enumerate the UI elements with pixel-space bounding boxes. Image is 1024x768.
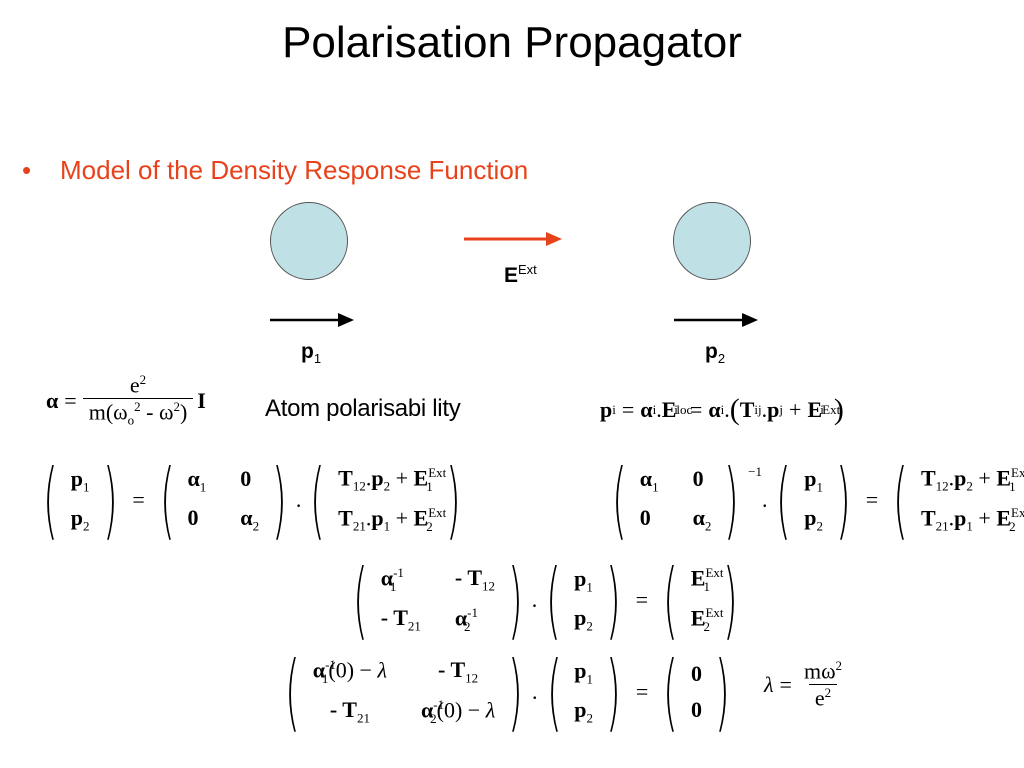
atom-1-circle — [270, 202, 348, 280]
dipole-1-arrow — [270, 313, 354, 327]
dipole-1-label: p1 — [301, 340, 322, 367]
bullet-dot: • — [22, 155, 32, 185]
dipole-2-arrow — [674, 313, 758, 327]
external-field-arrow — [464, 232, 562, 246]
slide-title: Polarisation Propagator — [282, 18, 742, 67]
atom-2-circle — [673, 202, 751, 280]
bullet-text: Model of the Density Response Function — [60, 155, 529, 185]
field-label: EExt — [504, 262, 537, 287]
bullet-item: • Model of the Density Response Function — [22, 155, 528, 186]
dipole-2-label: p2 — [705, 340, 726, 367]
atom-polarisability-label: Atom polarisabi lity — [265, 395, 461, 422]
